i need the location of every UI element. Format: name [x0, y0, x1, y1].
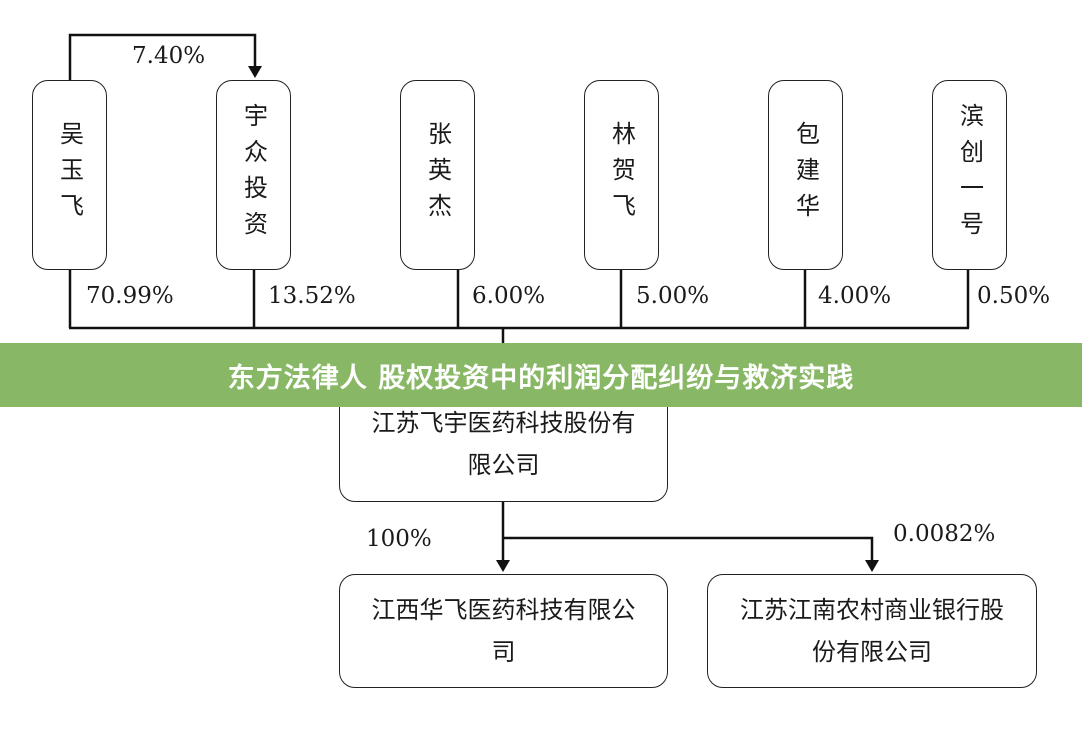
- shareholder-box-4: 林贺飞: [584, 80, 659, 270]
- shareholder-box-2: 宇众投资: [216, 80, 291, 270]
- shareholder-name: 滨创一号: [955, 103, 984, 247]
- company-name: 江苏飞宇医药科技股份有限公司: [371, 409, 636, 479]
- shareholder-name: 吴玉飞: [55, 121, 84, 229]
- subsidiary-percent-1: 100%: [366, 526, 432, 552]
- shareholder-percent-3: 6.00%: [472, 283, 546, 309]
- subsidiary-arrow-2: [503, 536, 879, 572]
- cross-holding-percent: 7.40%: [132, 43, 206, 69]
- subsidiary-name: 江苏江南农村商业银行股份有限公司: [740, 596, 1004, 666]
- shareholder-name: 张英杰: [423, 121, 452, 229]
- shareholder-box-1: 吴玉飞: [32, 80, 107, 270]
- shareholder-name: 包建华: [791, 121, 820, 229]
- subsidiary-name: 江西华飞医药科技有限公司: [371, 596, 636, 666]
- subsidiary-box-1: 江西华飞医药科技有限公司: [339, 574, 668, 688]
- shareholder-box-5: 包建华: [768, 80, 843, 270]
- shareholder-percent-2: 13.52%: [268, 283, 356, 309]
- shareholder-box-6: 滨创一号: [932, 80, 1007, 270]
- subsidiary-box-2: 江苏江南农村商业银行股份有限公司: [707, 574, 1037, 688]
- shareholder-percent-1: 70.99%: [86, 283, 174, 309]
- shareholder-percent-6: 0.50%: [977, 283, 1051, 309]
- shareholder-name: 林贺飞: [607, 121, 636, 229]
- title-banner: 东方法律人 股权投资中的利润分配纠纷与救济实践: [0, 343, 1082, 407]
- shareholder-percent-4: 5.00%: [636, 283, 710, 309]
- subsidiary-percent-2: 0.0082%: [893, 521, 996, 547]
- shareholder-box-3: 张英杰: [400, 80, 475, 270]
- shareholder-name: 宇众投资: [239, 103, 268, 247]
- banner-title: 东方法律人 股权投资中的利润分配纠纷与救济实践: [227, 362, 855, 394]
- shareholder-percent-5: 4.00%: [818, 283, 892, 309]
- cross-holding-line: [68, 33, 262, 80]
